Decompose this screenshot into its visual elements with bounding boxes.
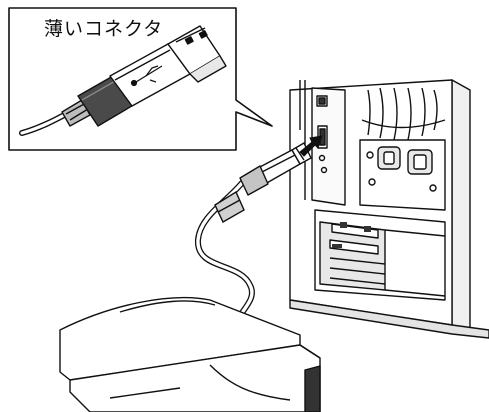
ferrite-core bbox=[215, 192, 244, 222]
fan-grille bbox=[360, 88, 445, 140]
scanner bbox=[60, 298, 320, 412]
computer-tower bbox=[290, 80, 489, 338]
expansion-slots bbox=[320, 222, 385, 290]
power-socket-left bbox=[378, 147, 400, 169]
callout-label: 薄いコネクタ bbox=[44, 14, 163, 41]
power-socket-right bbox=[408, 150, 432, 174]
